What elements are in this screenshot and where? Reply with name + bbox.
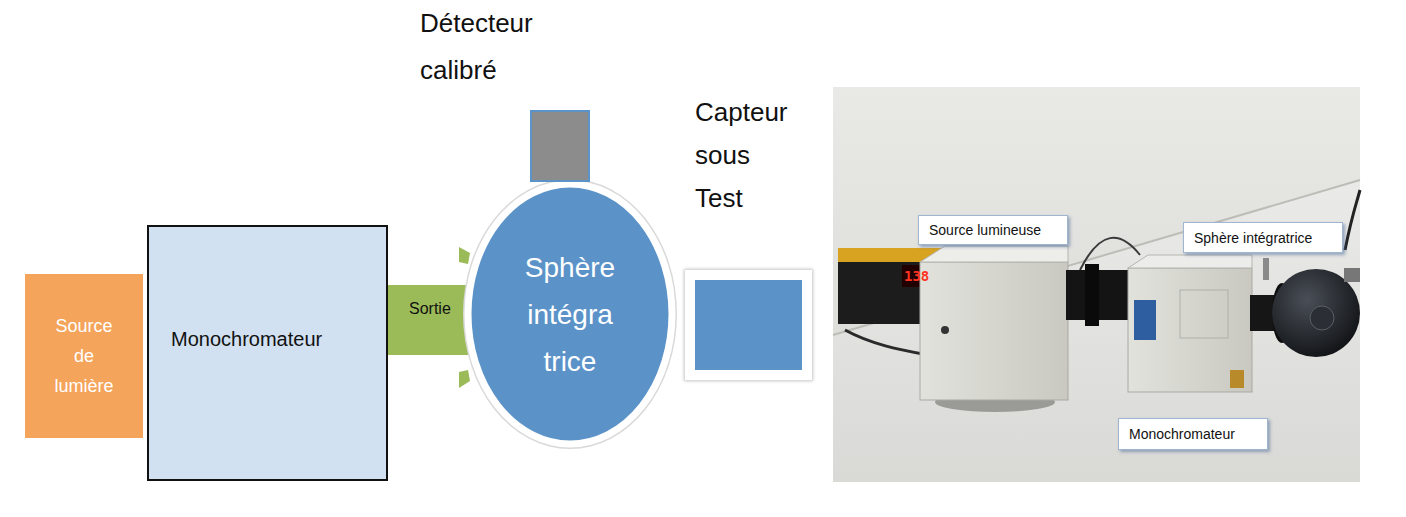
node-text: Sphère intégratrice — [1194, 229, 1312, 247]
node-text: Capteur sous Test — [695, 91, 795, 220]
photo-callout: Monochromateur — [1118, 418, 1268, 450]
illustration-part — [1344, 268, 1360, 282]
calibrated-detector: Détecteur calibré — [530, 110, 590, 182]
setup-photo — [833, 87, 1360, 482]
photo-callout: Source lumineuse — [918, 215, 1068, 245]
node-text: Monochromateur — [171, 327, 322, 351]
exit-port-box: Sortie — [388, 285, 470, 355]
illustration-part — [1310, 306, 1334, 330]
light-source-box: Source de lumière — [25, 274, 143, 438]
node-text: Détecteur calibré — [420, 0, 560, 94]
node-text: Sphère intégra trice — [515, 244, 625, 385]
illustration-part — [941, 326, 949, 334]
illustration-part — [1134, 300, 1156, 340]
sphere-rim — [463, 179, 677, 449]
illustration-part — [1180, 290, 1228, 338]
illustration-part — [920, 262, 1068, 400]
node-text: Sortie — [409, 299, 451, 319]
illustration-part — [1128, 268, 1252, 392]
integrating-sphere: Sphère intégra trice — [462, 178, 678, 450]
illustration-part — [1345, 190, 1360, 250]
illustration-part — [1230, 370, 1244, 388]
illustration-part — [459, 247, 470, 264]
illustration-part — [833, 87, 1360, 482]
illustration-part — [459, 370, 470, 388]
illustration-part — [1272, 269, 1360, 357]
node-text: Monochromateur — [1129, 425, 1235, 443]
illustration-part — [1085, 264, 1099, 326]
sphere-body — [468, 184, 672, 444]
illustration-part — [833, 180, 1360, 482]
sensor-under-test: Capteur sous Test — [685, 270, 812, 380]
illustration-part — [920, 246, 1068, 262]
node-text: Source lumineuse — [929, 221, 1041, 239]
display-reading: 138 — [904, 268, 929, 284]
illustration-part — [1263, 258, 1269, 280]
photo-callout: Sphère intégratrice — [1183, 222, 1343, 253]
node-text: Source de lumière — [47, 311, 121, 401]
illustration-part — [1128, 255, 1252, 268]
monochromator-box: Monochromateur — [147, 225, 388, 481]
